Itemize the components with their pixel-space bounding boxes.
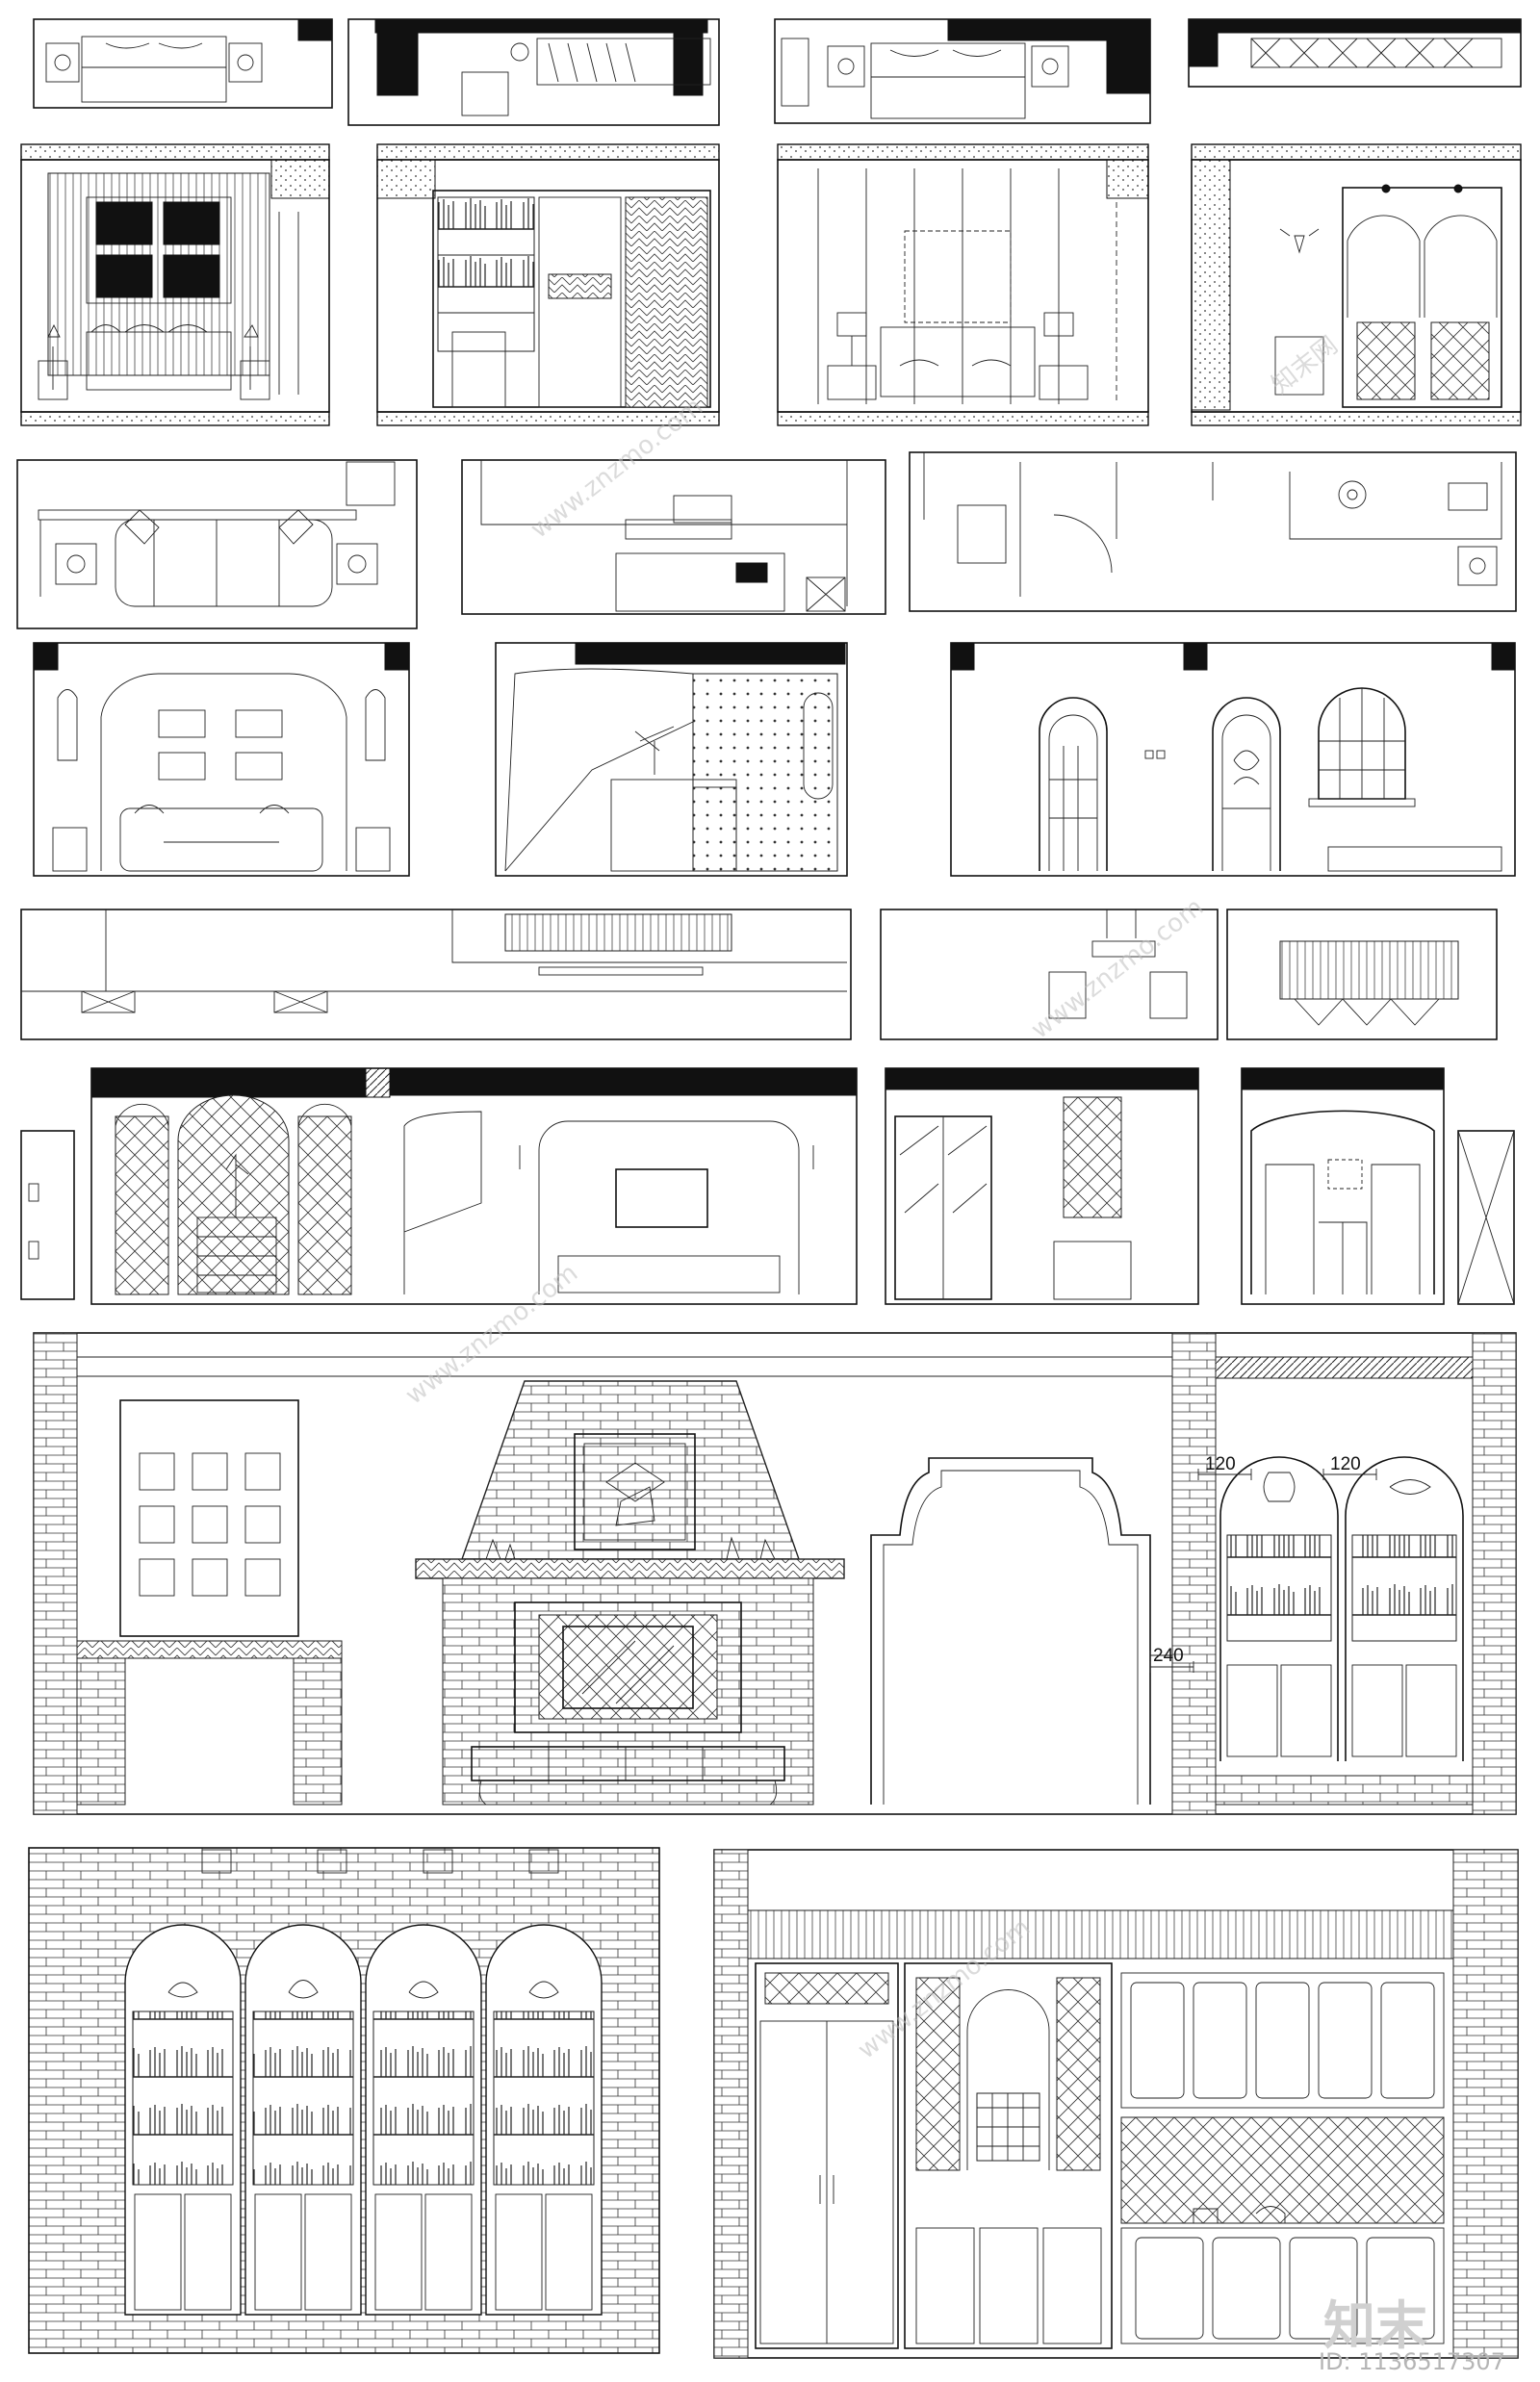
watermark-brand: 知末网 xyxy=(1267,331,1344,400)
elevation-tv-lattice-wall xyxy=(90,1067,858,1305)
elevation-dining-desk xyxy=(495,642,848,877)
elevation-bedroom-headboard xyxy=(20,143,330,426)
plan-bedroom-a xyxy=(33,18,333,109)
plan-closet-hall xyxy=(1226,909,1498,1040)
elevation-study-bookcase xyxy=(376,143,720,426)
plan-tv-wall xyxy=(20,909,852,1040)
plan-entry-chairs xyxy=(880,909,1219,1040)
dimension-niche-left: 120 xyxy=(1205,1454,1236,1474)
dimension-labels: 120 120 240 xyxy=(1149,1454,1377,1673)
elevation-arched-wardrobe xyxy=(1241,1067,1515,1305)
plan-closet xyxy=(1188,18,1522,88)
plan-entrance-hall xyxy=(909,451,1517,612)
plan-study xyxy=(347,18,720,126)
elevation-dressing-cabinet xyxy=(1191,143,1522,426)
elevation-entry-cabinet xyxy=(885,1067,1199,1305)
plan-bedroom-b xyxy=(774,18,1151,124)
elevation-bedroom-bed xyxy=(777,143,1149,426)
id-label-text: ID: 1136517307 xyxy=(1319,2348,1505,2375)
elevation-arched-bookshelves xyxy=(28,1847,660,2354)
watermark-text: www.znzmo.com xyxy=(1026,893,1209,1045)
elevation-display-cabinet-strip xyxy=(20,1130,75,1300)
dimension-arch-depth: 240 xyxy=(1153,1646,1184,1666)
dimension-niche-right: 120 xyxy=(1330,1454,1361,1474)
elevation-arched-doors xyxy=(950,642,1516,877)
elevation-kitchen xyxy=(713,1849,1519,2359)
elevation-sofa-wall xyxy=(33,642,410,877)
brand-logo: 知末 xyxy=(1323,2283,1427,2359)
plan-living-room xyxy=(16,459,418,629)
brand-logo-text: 知末 xyxy=(1323,2295,1427,2356)
id-label: ID: 1136517307 xyxy=(1319,2348,1505,2375)
plan-dining-area xyxy=(461,459,886,615)
elevation-fireplace-wall xyxy=(33,1332,1517,1815)
